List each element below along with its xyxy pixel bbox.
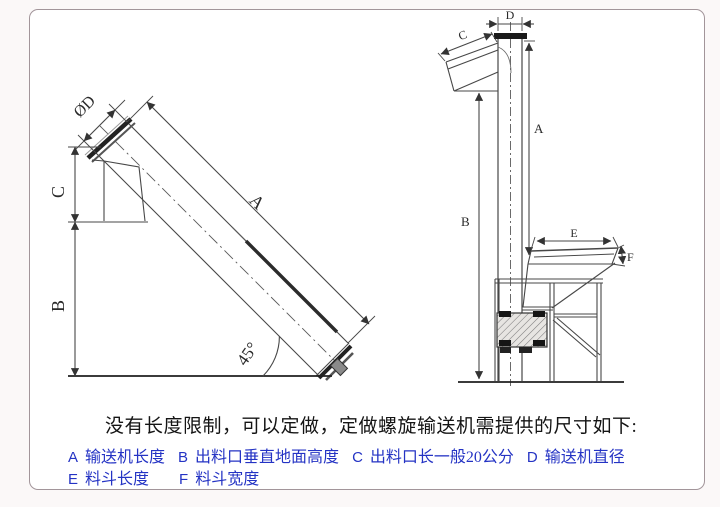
dim-length-A <box>126 95 376 344</box>
technical-drawing: 45° A ØD C <box>48 8 634 386</box>
dim-label-A-left: A <box>246 190 269 213</box>
dim-label-D-right: D <box>506 8 515 22</box>
dim-label-E: E <box>570 226 577 240</box>
left-conveyor-drawing: 45° A ØD C <box>48 93 376 381</box>
dim-D-right <box>486 17 534 31</box>
dim-A-right <box>524 40 535 256</box>
dim-label-C-left: C <box>48 186 68 198</box>
motor-box <box>496 311 548 353</box>
right-conveyor-drawing: D C A <box>437 8 634 386</box>
dim-label-F: F <box>627 250 634 264</box>
angle-arc <box>262 336 280 377</box>
dim-label-OD: ØD <box>71 93 99 121</box>
drive-end <box>315 342 354 381</box>
angle-label: 45° <box>233 339 262 369</box>
caption-intro: 没有长度限制，可以定做，定做螺旋输送机需提供的尺寸如下: <box>105 416 638 437</box>
discharge-spout <box>91 159 146 222</box>
dim-label-B-right: B <box>461 214 470 229</box>
conveyor-tube <box>95 121 349 377</box>
dim-label-A-right: A <box>534 121 544 136</box>
dim-diameter-OD <box>73 99 128 154</box>
dim-C-right <box>437 31 498 62</box>
discharge-chute <box>445 42 512 92</box>
discharge-flange <box>84 115 136 163</box>
dim-label-C-right: C <box>456 27 469 43</box>
hopper <box>522 247 619 311</box>
dim-B-left <box>68 221 148 377</box>
dim-label-B-left: B <box>48 300 68 312</box>
dim-F <box>611 244 627 267</box>
support-frame <box>494 278 603 381</box>
dim-C-left <box>68 146 101 223</box>
dim-E <box>530 236 619 251</box>
